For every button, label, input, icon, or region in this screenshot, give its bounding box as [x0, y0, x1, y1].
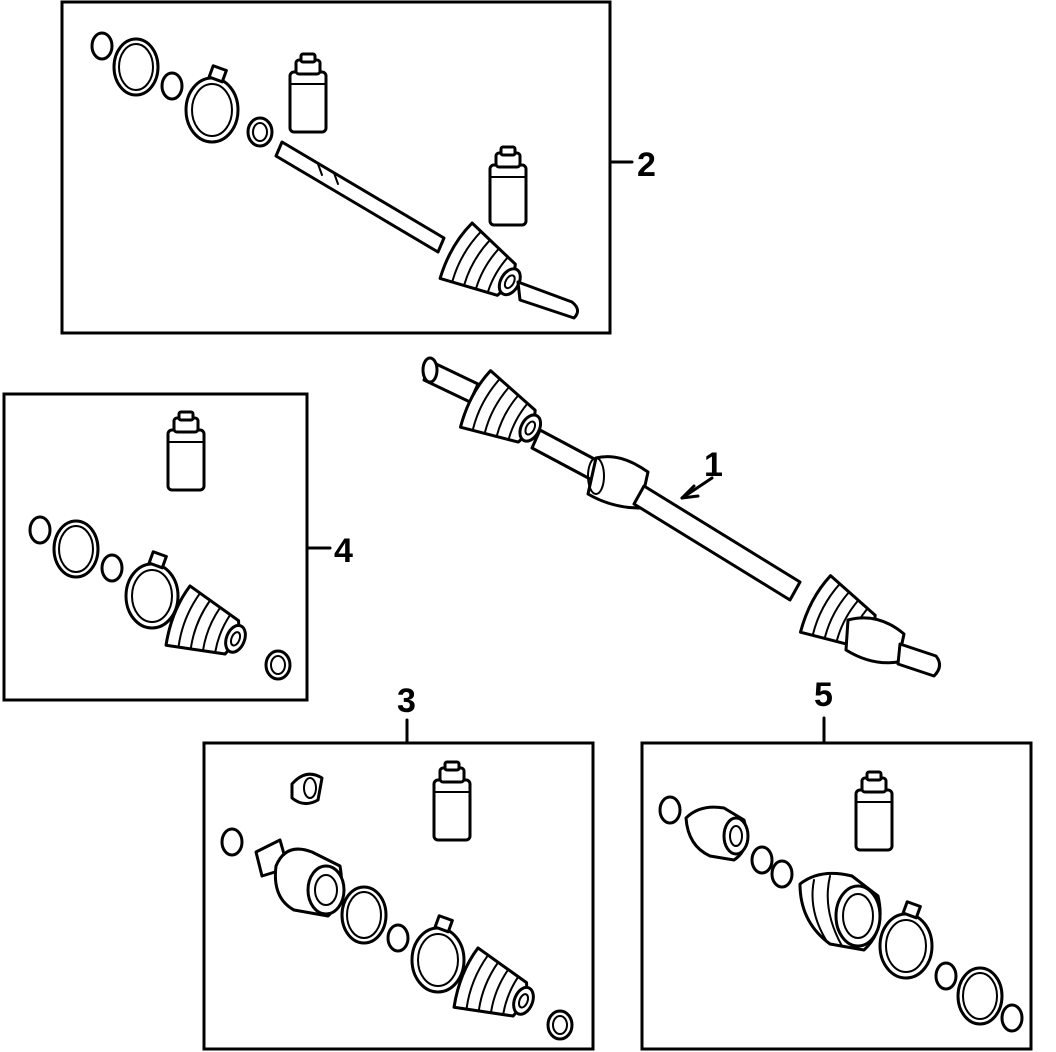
boot-clamp-icon [878, 900, 934, 980]
callout-4[interactable]: 4 [334, 532, 353, 570]
o-ring-icon [934, 961, 958, 991]
o-ring-icon [90, 31, 114, 61]
snap-ring-icon [546, 1009, 574, 1041]
o-ring-icon [1000, 1003, 1024, 1033]
grease-bottle-icon [488, 145, 528, 227]
kit-3-box: 3 [202, 682, 595, 1051]
axle-assembly-1: 1 [421, 356, 941, 678]
grease-bottle-icon [854, 770, 894, 852]
o-ring-icon [100, 553, 124, 583]
o-ring-icon [658, 795, 682, 825]
bushing-icon [290, 772, 324, 805]
kit-5-frame [640, 741, 1033, 1051]
kit-4-box: 4 [2, 392, 353, 702]
boot-clamp-icon [124, 550, 180, 630]
o-ring-icon [28, 515, 52, 545]
o-ring-icon [220, 827, 244, 857]
boot-clamp-icon [410, 914, 466, 994]
seal-ring-icon [52, 519, 100, 579]
kit-4-frame [2, 392, 309, 702]
kit-3-frame [202, 741, 595, 1051]
kit-5-box: 5 [640, 676, 1033, 1051]
o-ring-icon [386, 923, 410, 953]
snap-ring-icon [264, 649, 292, 681]
o-ring-icon [770, 859, 794, 889]
kit-2-box: 2 [60, 0, 656, 335]
callout-1[interactable]: 1 [704, 446, 723, 484]
o-ring-icon [750, 845, 774, 875]
grease-bottle-icon [166, 410, 206, 492]
seal-ring-icon [956, 966, 1004, 1026]
seal-ring-icon [112, 37, 160, 97]
boot-icon [160, 582, 258, 674]
axle-shaft-icon [274, 140, 579, 320]
cv-joint-icon [254, 838, 346, 918]
boot-clamp-icon [184, 64, 240, 144]
grease-bottle-icon [432, 760, 472, 842]
bushing-icon [684, 805, 750, 862]
kit-2-frame [60, 0, 612, 335]
callout-3[interactable]: 3 [397, 682, 416, 720]
callout-5[interactable]: 5 [814, 676, 833, 714]
grease-bottle-icon [288, 52, 328, 134]
callout-2[interactable]: 2 [637, 146, 656, 184]
o-ring-icon [160, 71, 184, 101]
seal-ring-icon [340, 885, 388, 945]
snap-ring-icon [246, 116, 274, 148]
boot-icon [798, 871, 882, 952]
